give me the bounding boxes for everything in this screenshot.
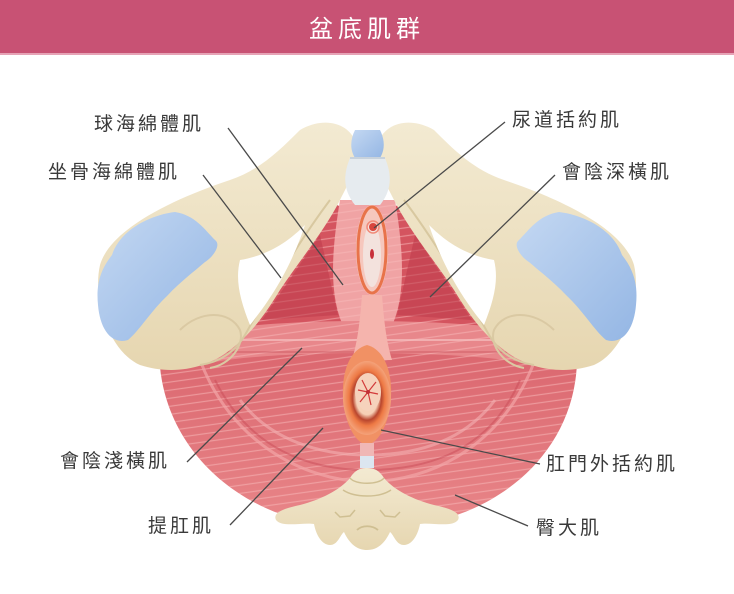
label-superficial-transverse-perineal: 會陰淺橫肌 bbox=[60, 450, 171, 472]
label-bulbospongiosus: 球海綿體肌 bbox=[94, 113, 205, 135]
coccyx-bone bbox=[275, 468, 459, 550]
right-pelvic-bone bbox=[376, 122, 636, 370]
label-urethral-sphincter: 尿道括約肌 bbox=[512, 109, 623, 131]
title-banner: 盆底肌群 bbox=[0, 0, 734, 55]
upper-muscles bbox=[245, 200, 490, 335]
label-external-anal-sphincter: 肛門外括約肌 bbox=[546, 453, 679, 475]
leader-lines bbox=[186, 121, 556, 527]
label-gluteus-maximus: 臀大肌 bbox=[536, 517, 603, 539]
pelvic-floor-illustration: 球海綿體肌 坐骨海綿體肌 會陰淺橫肌 提肛肌 尿道括約肌 會陰深橫肌 肛門外括約… bbox=[0, 55, 734, 594]
left-cartilage bbox=[97, 212, 218, 341]
pubic-symphysis bbox=[345, 130, 390, 205]
urogenital-opening bbox=[352, 205, 392, 360]
label-levator-ani: 提肛肌 bbox=[148, 515, 215, 537]
left-pelvic-bone bbox=[98, 122, 358, 370]
label-deep-transverse-perineal: 會陰深橫肌 bbox=[562, 161, 673, 183]
anal-sphincter bbox=[342, 345, 392, 468]
page-title: 盆底肌群 bbox=[309, 15, 425, 43]
label-ischiocavernosus: 坐骨海綿體肌 bbox=[48, 161, 181, 183]
right-cartilage bbox=[516, 212, 637, 341]
